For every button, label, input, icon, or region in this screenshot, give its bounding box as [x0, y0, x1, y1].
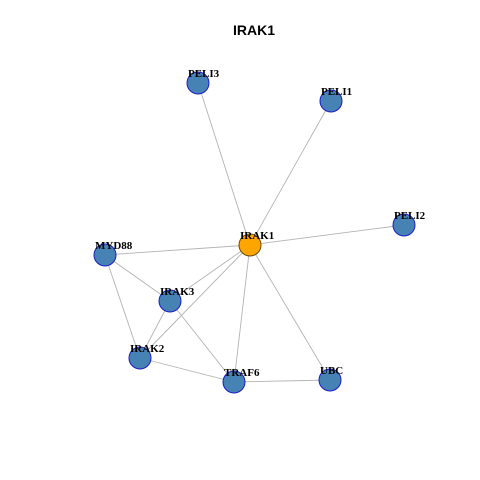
edge-irak1-ubc [249, 244, 331, 381]
node-peli3: PELI3 [186, 68, 220, 95]
node-circle-irak1 [238, 233, 262, 257]
edge-irak1-peli2 [249, 224, 405, 246]
node-label-irak2: IRAK2 [130, 343, 165, 355]
edge-traf6-ubc [233, 379, 331, 383]
node-circle-peli3 [186, 71, 210, 95]
node-label-myd88: MYD88 [95, 240, 133, 252]
node-circle-irak3 [158, 289, 182, 313]
node-irak3: IRAK3 [158, 286, 195, 313]
edge-irak1-peli1 [249, 100, 332, 246]
node-circle-traf6 [222, 370, 246, 394]
nodes-layer: IRAK1 PELI3PELI1PELI2MYD88IRAK3IRAK2TRAF6… [93, 68, 426, 394]
node-label-traf6: TRAF6 [224, 367, 260, 379]
node-peli2: PELI2 [392, 210, 426, 237]
node-irak2: IRAK2 [128, 343, 165, 370]
node-label-peli1: PELI1 [321, 86, 352, 98]
edge-irak1-traf6 [233, 244, 251, 383]
edge-irak1-myd88 [104, 244, 251, 256]
node-label-irak1: IRAK1 [240, 230, 274, 242]
node-label-ubc: UBC [320, 365, 343, 377]
node-label-peli2: PELI2 [394, 210, 426, 222]
node-circle-ubc [318, 368, 342, 392]
node-label-irak3: IRAK3 [160, 286, 195, 298]
edge-irak1-irak2 [139, 244, 251, 359]
edge-myd88-irak2 [104, 254, 141, 359]
edge-irak1-peli3 [197, 82, 251, 246]
node-circle-peli2 [392, 213, 416, 237]
node-peli1: PELI1 [319, 86, 352, 113]
node-circle-peli1 [319, 89, 343, 113]
edge-myd88-irak3 [104, 254, 171, 302]
edge-irak3-traf6 [169, 300, 235, 383]
node-circle-myd88 [93, 243, 117, 267]
node-irak1: IRAK1 [238, 230, 274, 257]
node-circle-irak2 [128, 346, 152, 370]
node-myd88: MYD88 [93, 240, 133, 267]
edge-irak2-traf6 [139, 357, 235, 383]
node-label-peli3: PELI3 [188, 68, 220, 80]
diagram-title: IRAK1 [233, 22, 275, 38]
edge-irak1-irak3 [169, 244, 251, 302]
node-ubc: UBC [318, 365, 343, 392]
node-traf6: TRAF6 [222, 367, 260, 394]
